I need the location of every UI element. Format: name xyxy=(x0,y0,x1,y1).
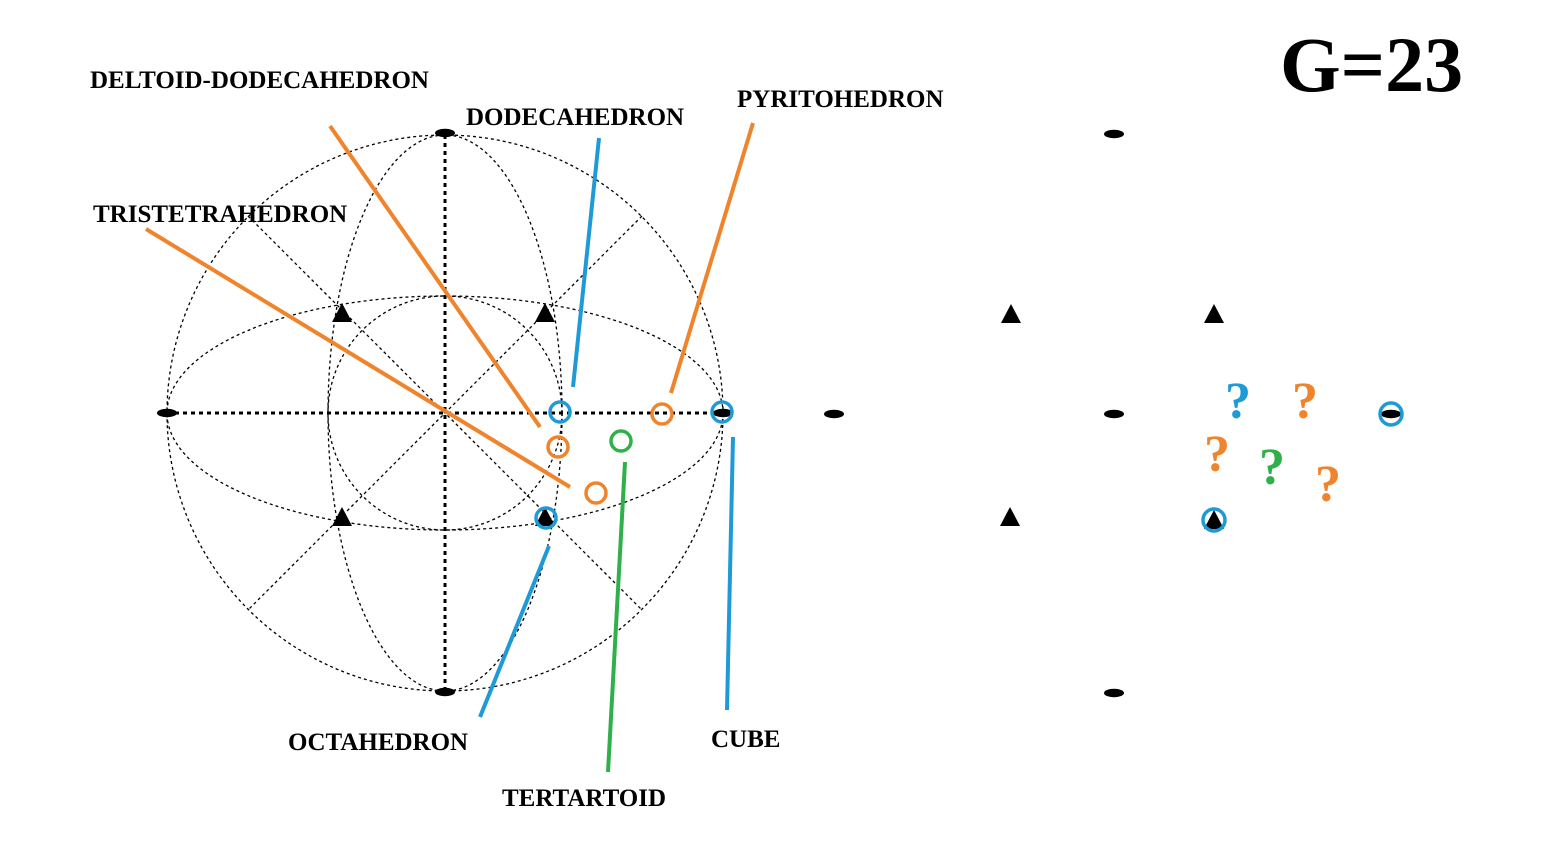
cube-pole xyxy=(710,400,734,424)
octahedron-label: OCTAHEDRON xyxy=(288,729,468,756)
question-mark: ? xyxy=(1259,439,1285,496)
two-fold-axis-icon xyxy=(435,128,455,138)
tristetrahedron-pole xyxy=(584,481,608,505)
dodecahedron-pole xyxy=(548,400,572,424)
two-fold-axis-icon xyxy=(1381,409,1401,419)
point-group-title: G=23 xyxy=(1280,21,1463,108)
question-mark: ? xyxy=(1204,426,1230,483)
tertartoid-pole xyxy=(609,429,633,453)
two-fold-axis-icon xyxy=(1104,129,1124,139)
tristetrahedron-leader xyxy=(144,227,572,489)
tertartoid-leader xyxy=(606,461,627,773)
two-fold-axis-icon xyxy=(824,409,844,419)
stereographic-projection: DELTOID-DODECAHEDRON DODECAHEDRON PYRITO… xyxy=(90,67,944,812)
question-mark: ? xyxy=(1315,456,1341,513)
two-fold-axis-icon xyxy=(157,408,177,418)
question-mark: ? xyxy=(1225,373,1251,430)
octahedron-leader xyxy=(478,545,551,718)
pyritohedron-label: PYRITOHEDRON xyxy=(737,86,944,113)
two-fold-axis-icon xyxy=(1104,409,1124,419)
deltoid-dodecahedron-leader xyxy=(328,124,542,429)
octahedron-pole xyxy=(534,506,558,530)
octahedron-pole xyxy=(1201,507,1227,533)
schematic-symmetry-elements: ? ? ? ? ? xyxy=(1000,129,1404,698)
deltoid-dodecahedron-pole xyxy=(546,435,570,459)
deltoid-dodecahedron-label: DELTOID-DODECAHEDRON xyxy=(90,67,429,94)
three-fold-axis-icon xyxy=(1001,304,1021,323)
cube-pole xyxy=(1378,401,1404,427)
two-fold-axis-icon xyxy=(1104,688,1124,698)
dodecahedron-leader xyxy=(571,137,601,388)
cube-label: CUBE xyxy=(711,726,780,753)
three-fold-axis-icon xyxy=(1000,507,1020,526)
three-fold-axis-icon xyxy=(1204,304,1224,323)
tertartoid-label: TERTARTOID xyxy=(502,785,666,812)
tristetrahedron-label: TRISTETRAHEDRON xyxy=(93,201,347,228)
pyritohedron-pole xyxy=(650,402,674,426)
two-fold-axis-icon xyxy=(435,687,455,697)
dodecahedron-label: DODECAHEDRON xyxy=(466,104,684,131)
cube-leader xyxy=(725,436,735,711)
pyritohedron-leader xyxy=(669,122,755,394)
question-mark: ? xyxy=(1292,373,1318,430)
